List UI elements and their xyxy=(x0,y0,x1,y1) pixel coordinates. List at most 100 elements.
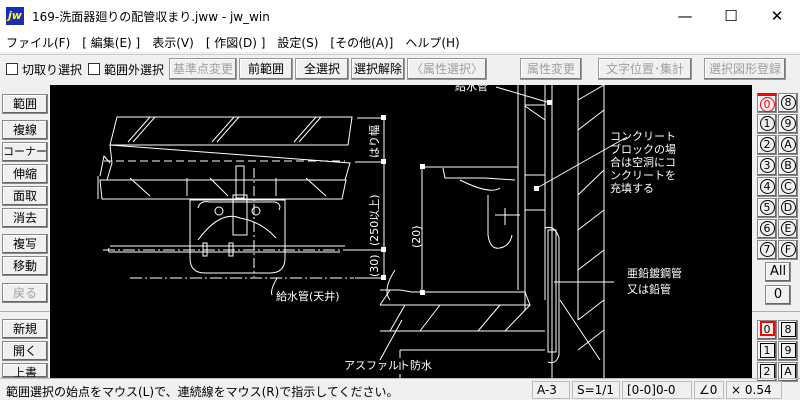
text-position-button[interactable]: 文字位置･集計 xyxy=(598,58,692,80)
label-asphalt: アスファルト防水 xyxy=(344,358,432,372)
select-all-button[interactable]: 全選択 xyxy=(295,58,349,80)
layer-label: 3 xyxy=(759,158,775,173)
tool-overwrite[interactable]: 上書 xyxy=(2,363,48,378)
dim-20: (20) xyxy=(410,225,423,248)
status-bar: 範囲選択の始点をマウス(L)で、連続線をマウス(R)で指示してください。 A-3… xyxy=(0,378,800,400)
menu-view[interactable]: 表示(V) xyxy=(152,35,194,50)
label-supply-ceiling: 給水管(天井) xyxy=(276,289,340,303)
tool-chamfer[interactable]: 面取 xyxy=(2,186,48,206)
paper-size[interactable]: A-3 xyxy=(532,381,570,399)
layer-current-button[interactable]: 0 xyxy=(765,285,791,305)
prev-range-button[interactable]: 前範囲 xyxy=(239,58,293,80)
layer-group-button-8[interactable]: 8 xyxy=(778,320,798,340)
menu-settings[interactable]: 設定(S) xyxy=(277,35,319,50)
layer-button-7[interactable]: 7 xyxy=(757,240,777,260)
layer-label: E xyxy=(780,221,796,236)
layer-label: 7 xyxy=(759,242,775,257)
menu-other[interactable]: [その他(A)] xyxy=(330,35,394,50)
tool-move[interactable]: 移動 xyxy=(2,256,48,276)
layer-button-9[interactable]: 9 xyxy=(778,114,798,134)
angle[interactable]: ∠0 xyxy=(694,381,724,399)
layer-button-5[interactable]: 5 xyxy=(757,198,777,218)
cut-select-checkbox[interactable] xyxy=(6,63,18,75)
layer-group-label: 0 xyxy=(759,321,775,336)
tool-undo[interactable]: 戻る xyxy=(2,283,48,303)
layer-group-button-9[interactable]: 9 xyxy=(778,341,798,361)
layer-label: 1 xyxy=(759,116,775,131)
base-point-button[interactable]: 基準点変更 xyxy=(169,58,237,80)
layer-group-button-A[interactable]: A xyxy=(778,362,798,382)
layer-label: C xyxy=(780,179,796,194)
divider xyxy=(0,311,50,312)
layer-button-B[interactable]: B xyxy=(778,156,798,176)
layer-all-button[interactable]: All xyxy=(765,262,791,282)
drawing-canvas[interactable]: コンクリート ブロックの場 合は空洞にコ ンクリートを 充填する 亜鉛鍍鋼管 又… xyxy=(50,85,752,378)
layer-label: 8 xyxy=(780,95,796,110)
close-button[interactable]: ✕ xyxy=(770,7,784,25)
layer-group-label: 1 xyxy=(759,343,775,358)
layer-group-button-0[interactable]: 0 xyxy=(757,320,777,340)
attr-change-button[interactable]: 属性変更 xyxy=(520,58,582,80)
menu-help[interactable]: ヘルプ(H) xyxy=(405,35,460,50)
tool-range[interactable]: 範囲 xyxy=(2,94,48,114)
layer-button-4[interactable]: 4 xyxy=(757,177,777,197)
menu-bar: ファイル(F) [ 編集(E) ] 表示(V) [ 作図(D) ] 設定(S) … xyxy=(0,32,800,52)
menu-edit[interactable]: [ 編集(E) ] xyxy=(82,35,141,50)
layer-group-label: 9 xyxy=(780,343,796,358)
dim-beam: はり幅 xyxy=(368,125,381,158)
layer-label: F xyxy=(780,242,796,257)
layer-button-2[interactable]: 2 xyxy=(757,135,777,155)
layer-button-3[interactable]: 3 xyxy=(757,156,777,176)
layer-group-label: 8 xyxy=(780,322,796,337)
layer-label: 5 xyxy=(759,200,775,215)
layer-indicator[interactable]: [0-0]0-0 xyxy=(622,381,692,399)
tool-new[interactable]: 新規 xyxy=(2,319,48,339)
layer-label: 2 xyxy=(759,137,775,152)
layer-button-C[interactable]: C xyxy=(778,177,798,197)
tool-stretch[interactable]: 伸縮 xyxy=(2,164,48,184)
register-shape-button[interactable]: 選択図形登録 xyxy=(704,58,786,80)
label-block-2: ブロックの場 xyxy=(610,142,676,156)
dim-30: (30) xyxy=(368,254,381,277)
layer-button-A[interactable]: A xyxy=(778,135,798,155)
menu-file[interactable]: ファイル(F) xyxy=(6,35,71,50)
tool-copy[interactable]: 複写 xyxy=(2,234,48,254)
label-block-1: コンクリート xyxy=(610,130,676,143)
label-pipe-1: 亜鉛鍍鋼管 xyxy=(627,266,682,280)
layer-group-label: A xyxy=(780,364,796,379)
menu-draw[interactable]: [ 作図(D) ] xyxy=(205,35,266,50)
dim-250: (250以上) xyxy=(368,194,381,246)
label-supply-top: 給水管 xyxy=(455,85,488,93)
layer-button-8[interactable]: 8 xyxy=(778,93,798,113)
minimize-button[interactable]: — xyxy=(677,7,693,25)
attr-select-button[interactable]: 〈属性選択〉 xyxy=(407,58,487,80)
outside-select-checkbox[interactable] xyxy=(88,63,100,75)
scale[interactable]: S=1/1 xyxy=(572,381,620,399)
tool-open[interactable]: 開く xyxy=(2,341,48,361)
layer-button-6[interactable]: 6 xyxy=(757,219,777,239)
layer-button-D[interactable]: D xyxy=(778,198,798,218)
tool-corner[interactable]: コーナー xyxy=(2,142,48,162)
layer-button-1[interactable]: 1 xyxy=(757,114,777,134)
toolbar: 切取り選択 範囲外選択 基準点変更 前範囲 全選択 選択解除 〈属性選択〉 属性… xyxy=(0,54,800,82)
layer-button-0[interactable]: 0 xyxy=(757,93,777,113)
layer-label: A xyxy=(780,137,796,152)
deselect-button[interactable]: 選択解除 xyxy=(351,58,405,80)
title-bar: jw 169-洗面器廻りの配管収まり.jww - jw_win — ☐ ✕ xyxy=(0,0,800,32)
layer-label: D xyxy=(780,200,796,215)
layer-button-F[interactable]: F xyxy=(778,240,798,260)
zoom-level[interactable]: × 0.54 xyxy=(726,381,782,399)
maximize-button[interactable]: ☐ xyxy=(724,7,738,25)
outside-select-label: 範囲外選択 xyxy=(104,63,165,77)
label-pipe-2: 又は鉛管 xyxy=(627,282,671,296)
tool-erase[interactable]: 消去 xyxy=(2,208,48,228)
layer-label: 4 xyxy=(759,179,775,194)
layer-group-label: 2 xyxy=(759,364,775,379)
layer-label: 0 xyxy=(759,97,775,112)
tool-offset[interactable]: 複線 xyxy=(2,120,48,140)
window-title: 169-洗面器廻りの配管収まり.jww - jw_win xyxy=(32,10,270,24)
label-block-5: 充填する xyxy=(610,181,654,195)
layer-button-E[interactable]: E xyxy=(778,219,798,239)
layer-group-button-1[interactable]: 1 xyxy=(757,341,777,361)
app-logo: jw xyxy=(6,7,24,25)
